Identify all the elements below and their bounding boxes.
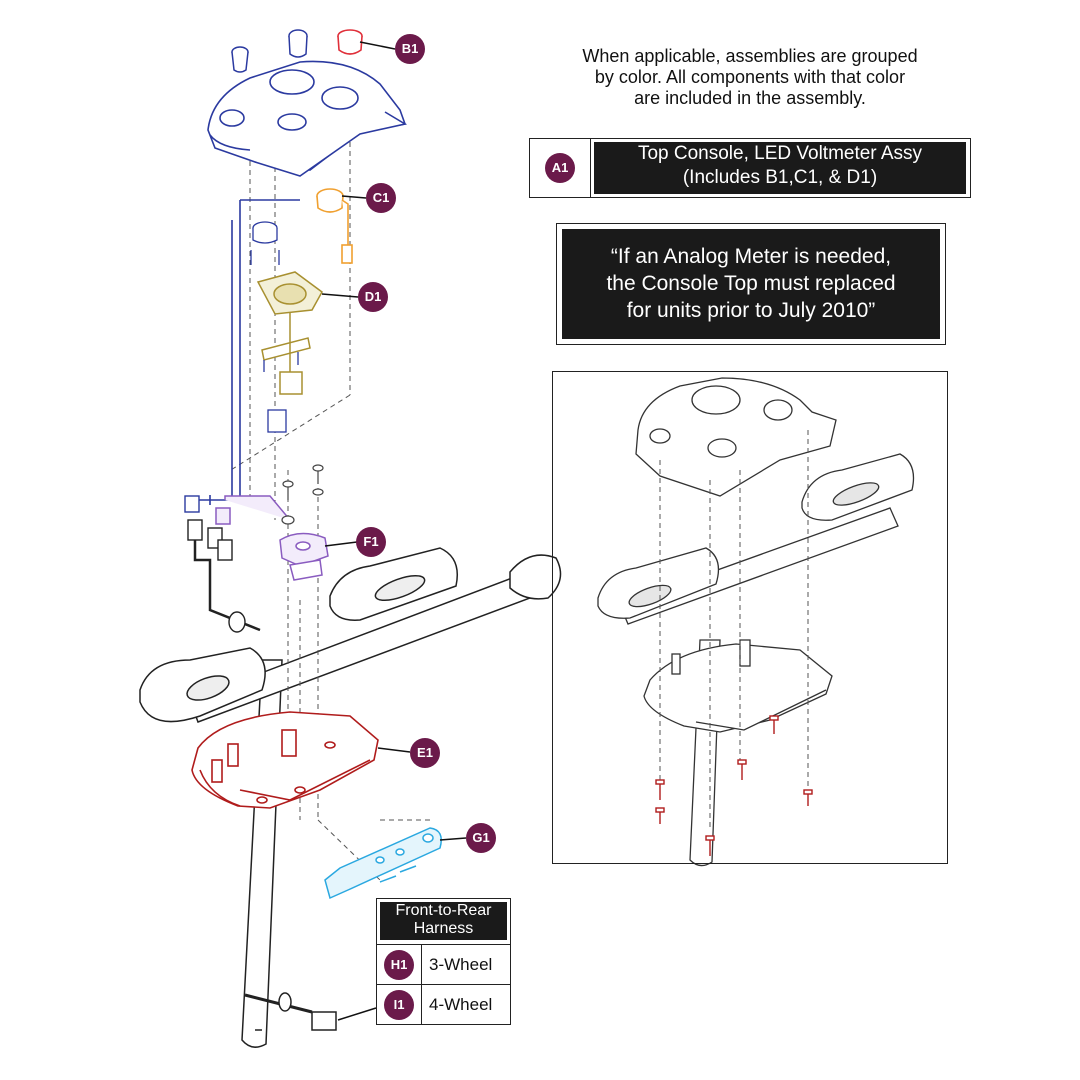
bracket-f1: [215, 495, 329, 581]
harness-row-i1: I1 4-Wheel: [377, 984, 510, 1025]
screws-blue: [250, 221, 299, 433]
note-line-1: When applicable, assemblies are grouped: [582, 46, 918, 66]
analog-meter-note: “If an Analog Meter is needed, the Conso…: [562, 229, 940, 339]
badge-a1: A1: [545, 153, 575, 183]
inset-guide-lines: [659, 430, 809, 830]
harness-table: Front-to-Rear Harness H1 3-Wheel I1 4-Wh…: [376, 898, 511, 1025]
analog-line-2: the Console Top must replaced: [606, 272, 896, 295]
harness-plug: [244, 992, 337, 1031]
callout-f1: F1: [356, 527, 386, 557]
assembly-a1-box: A1 Top Console, LED Voltmeter Assy (Incl…: [529, 138, 971, 198]
harness-connectors: [184, 495, 261, 633]
harness-row-h1: H1 3-Wheel: [377, 944, 510, 985]
top-console: [195, 60, 408, 505]
callout-d1: D1: [358, 282, 388, 312]
a1-badge-cell: A1: [530, 139, 591, 197]
assembly-line-1: Top Console, LED Voltmeter Assy: [637, 143, 923, 164]
harness-title-line-2: Harness: [413, 920, 474, 937]
handlebar: [139, 547, 562, 723]
harness-title-line-1: Front-to-Rear: [395, 902, 492, 919]
callout-leaders: [321, 41, 467, 1021]
harness-label-4-wheel: 4-Wheel: [429, 995, 493, 1014]
meter-c1: [316, 188, 353, 264]
note-line-2: by color. All components with that color: [594, 67, 906, 87]
inset-frame: [552, 371, 948, 864]
analog-meter-note-box: “If an Analog Meter is needed, the Conso…: [556, 223, 946, 345]
badge-h1: H1: [384, 950, 414, 980]
callout-e1: E1: [410, 738, 440, 768]
note-line-3: are included in the assembly.: [634, 88, 866, 108]
knob-b1: [337, 29, 363, 55]
callout-g1: G1: [466, 823, 496, 853]
bottom-console-e1: [191, 711, 379, 809]
color-grouping-note: When applicable, assemblies are grouped …: [520, 46, 980, 109]
bracket-screws: [281, 464, 324, 525]
inset-screws: [655, 715, 813, 856]
callout-b1: B1: [395, 34, 425, 64]
analog-line-1: “If an Analog Meter is needed,: [610, 245, 892, 268]
console-buttons: [231, 29, 308, 73]
harness-table-header: Front-to-Rear Harness: [380, 902, 507, 940]
plate-g1: [324, 827, 442, 900]
callout-c1: C1: [366, 183, 396, 213]
analog-line-3: for units prior to July 2010”: [626, 299, 876, 322]
inset-drawing: [597, 377, 915, 867]
assembly-description: Top Console, LED Voltmeter Assy (Include…: [594, 142, 966, 194]
harness-label-3-wheel: 3-Wheel: [429, 955, 493, 974]
board-d1: [256, 271, 323, 395]
harness-badge-cell: I1: [377, 985, 422, 1025]
harness-badge-cell: H1: [377, 945, 422, 985]
badge-i1: I1: [384, 990, 414, 1020]
assembly-line-2: (Includes B1,C1, & D1): [682, 167, 878, 188]
